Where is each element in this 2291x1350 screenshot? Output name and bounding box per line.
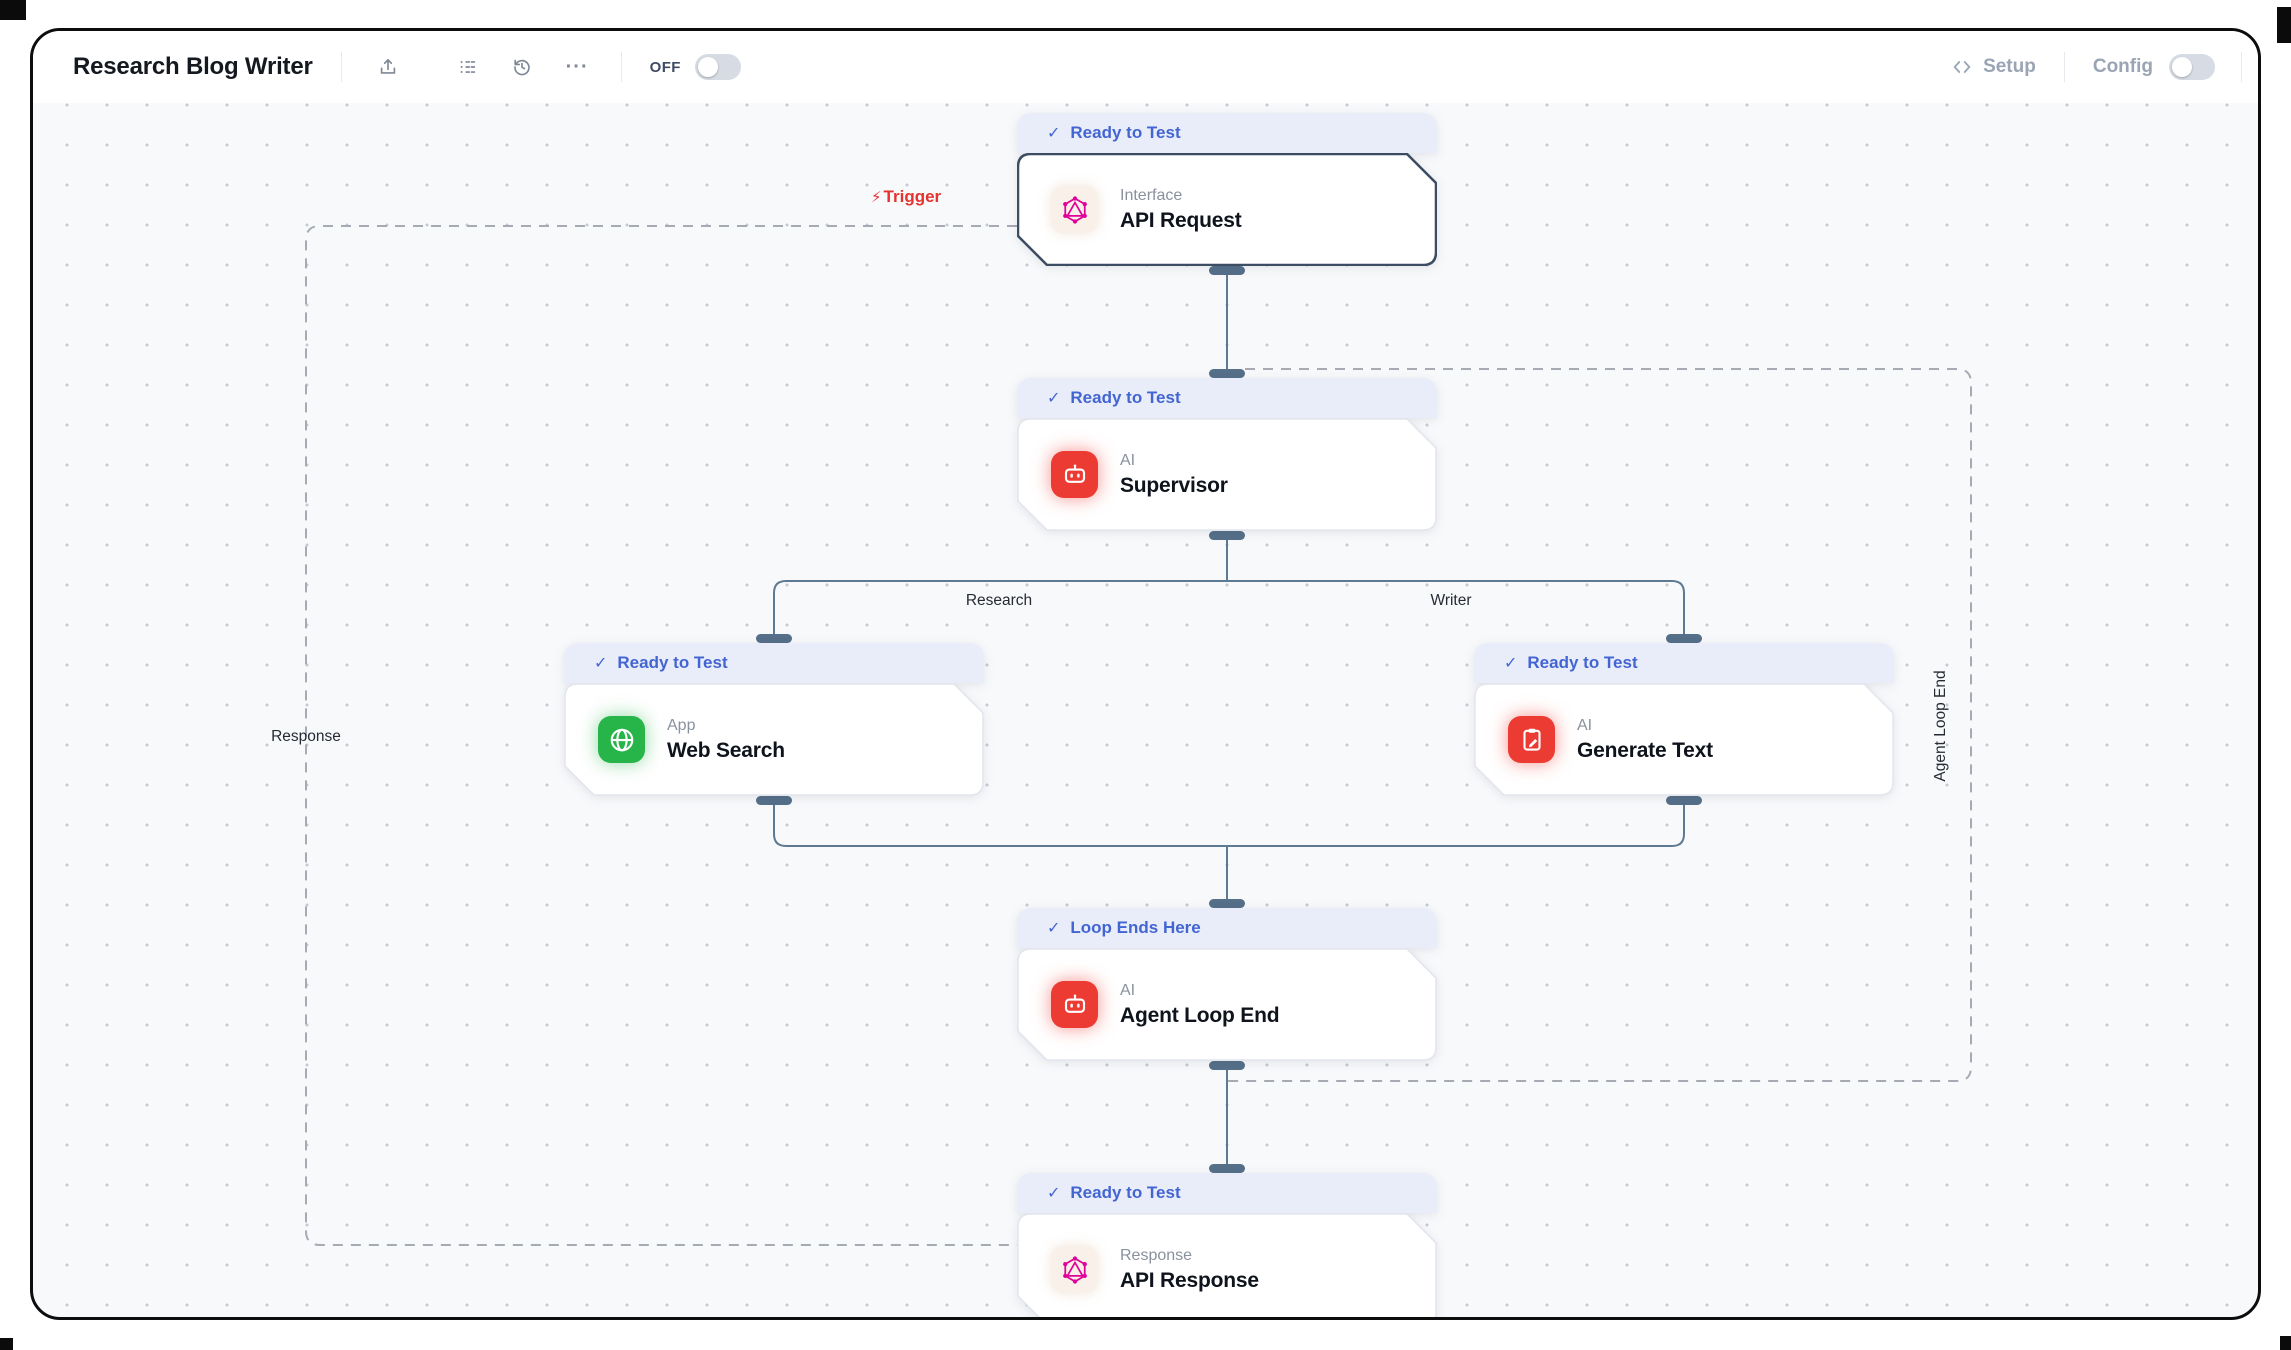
node-title: Supervisor — [1120, 473, 1228, 497]
share-icon[interactable] — [376, 55, 400, 79]
node-status-badge: ✓ Ready to Test — [1017, 1173, 1437, 1213]
corner-mark-top-left — [0, 0, 26, 20]
node-category: Response — [1120, 1246, 1193, 1264]
edge-branch-horizontal — [773, 580, 1685, 637]
connector-pill — [1209, 266, 1245, 275]
check-icon: ✓ — [1504, 655, 1518, 672]
corner-mark-top-right — [2277, 7, 2291, 43]
robot-icon — [1051, 981, 1098, 1028]
node-api-response[interactable]: ✓ Ready to Test — [1017, 1173, 1437, 1317]
divider — [2063, 52, 2065, 82]
connector-pill — [756, 634, 792, 643]
node-generate-text[interactable]: ✓ Ready to Test AI Generate Text — [1474, 643, 1894, 796]
app-window: Research Blog Writer ··· OFF — [30, 28, 2261, 1320]
edge-layer — [305, 225, 1972, 1246]
connector-pill — [1666, 796, 1702, 805]
node-title: Agent Loop End — [1120, 1003, 1280, 1027]
branch-label-writer: Writer — [1430, 592, 1472, 609]
code-icon — [1953, 61, 1971, 73]
branch-label-research: Research — [965, 592, 1033, 609]
edge-response-loop — [305, 225, 1017, 1246]
loop-label-response: Response — [271, 728, 341, 745]
node-title: Web Search — [667, 738, 785, 762]
config-toggle[interactable] — [2169, 54, 2215, 80]
clipboard-pen-icon — [1508, 716, 1555, 763]
connector-pill — [1209, 1164, 1245, 1173]
list-icon[interactable] — [456, 55, 480, 79]
corner-mark-bottom-left — [0, 1338, 13, 1350]
graphql-icon — [1051, 1246, 1098, 1293]
workflow-off-label: OFF — [649, 58, 681, 76]
connector-pill — [1666, 634, 1702, 643]
node-status-badge: ✓ Ready to Test — [564, 643, 984, 683]
corner-mark-bottom-right — [2280, 1336, 2291, 1350]
graphql-icon — [1051, 186, 1098, 233]
node-category: AI — [1120, 451, 1136, 469]
connector-pill — [1209, 369, 1245, 378]
edge-merge-horizontal — [773, 796, 1685, 847]
globe-icon — [598, 716, 645, 763]
connector-pill — [756, 796, 792, 805]
node-category: AI — [1120, 981, 1136, 999]
setup-button[interactable]: Setup — [1951, 56, 2036, 78]
node-status-badge: ✓ Ready to Test — [1474, 643, 1894, 683]
check-icon: ✓ — [1047, 1185, 1061, 1202]
config-label: Config — [2092, 56, 2153, 77]
connector-pill — [1209, 899, 1245, 908]
connector-pill — [1209, 1061, 1245, 1070]
node-status-badge: ✓ Ready to Test — [1017, 113, 1437, 153]
divider — [620, 52, 622, 82]
loop-label-agent-loop-end: Agent Loop End — [1932, 670, 1949, 782]
divider — [340, 52, 342, 82]
connector-pill — [1209, 531, 1245, 540]
check-icon: ✓ — [1047, 390, 1061, 407]
node-status-badge: ✓ Loop Ends Here — [1017, 908, 1437, 948]
setup-label: Setup — [1983, 56, 2036, 77]
check-icon: ✓ — [1047, 920, 1061, 937]
node-category: App — [667, 716, 696, 734]
node-title: API Request — [1120, 208, 1242, 232]
workflow-title: Research Blog Writer — [73, 53, 313, 80]
robot-icon — [1051, 451, 1098, 498]
node-category: AI — [1577, 716, 1593, 734]
node-category: Interface — [1120, 186, 1183, 204]
node-title: API Response — [1120, 1268, 1259, 1292]
toggle-knob — [697, 57, 718, 77]
node-title: Generate Text — [1577, 738, 1713, 762]
more-options-icon[interactable]: ··· — [565, 56, 589, 78]
toggle-knob — [2172, 57, 2192, 77]
node-web-search[interactable]: ✓ Ready to Test App Web Search — [564, 643, 984, 796]
node-agent-loop-end[interactable]: ✓ Loop Ends Here AI Agent Loop En — [1017, 908, 1437, 1061]
history-icon[interactable] — [510, 55, 534, 79]
workflow-enable-toggle[interactable] — [694, 54, 741, 80]
node-status-badge: ✓ Ready to Test — [1017, 378, 1437, 418]
check-icon: ✓ — [1047, 125, 1061, 142]
lightning-bolt-icon: ⚡ — [871, 189, 882, 206]
node-supervisor[interactable]: ✓ Ready to Test AI Supervisor — [1017, 378, 1437, 531]
check-icon: ✓ — [594, 655, 608, 672]
header-bar: Research Blog Writer ··· OFF — [33, 31, 2258, 103]
node-api-request[interactable]: ✓ Ready to Test — [1017, 113, 1437, 266]
trigger-label: ⚡ Trigger — [871, 187, 942, 206]
divider — [2241, 52, 2242, 82]
